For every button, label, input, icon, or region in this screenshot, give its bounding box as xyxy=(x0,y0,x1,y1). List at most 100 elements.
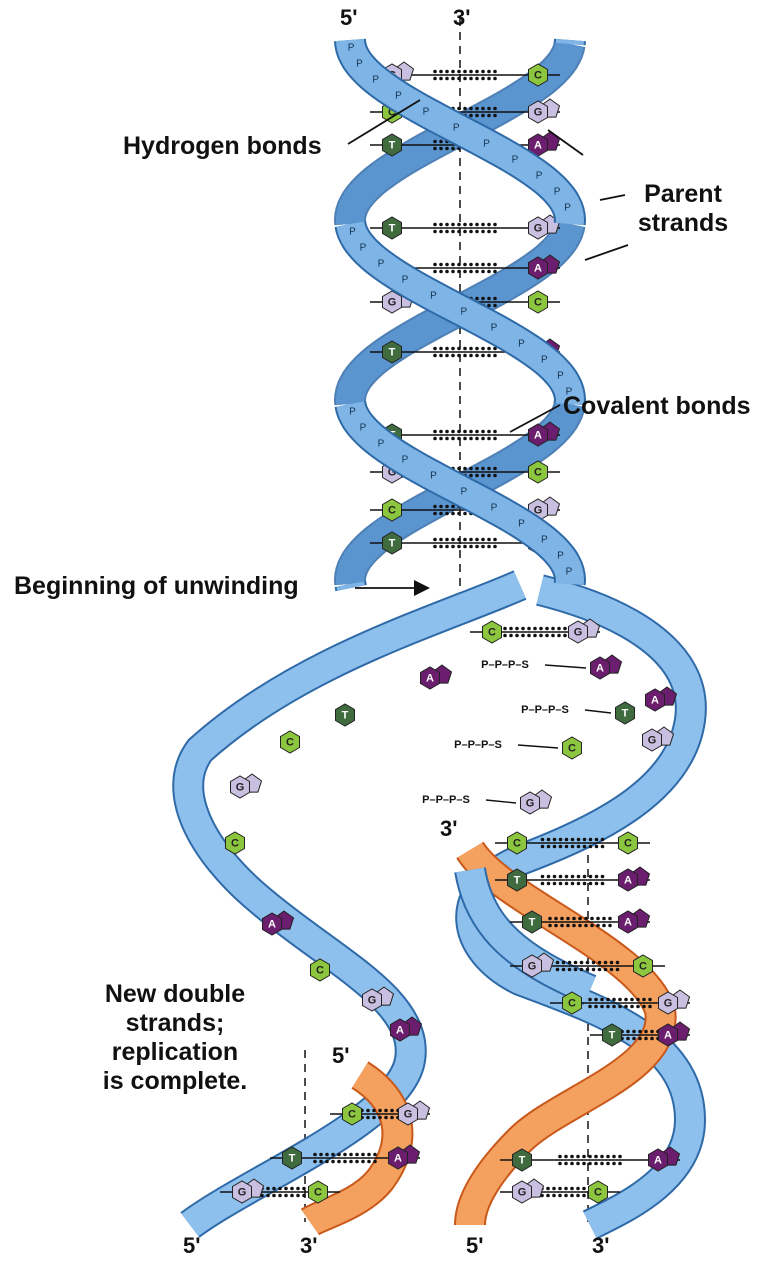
hydrogen-bond-dot xyxy=(439,437,443,441)
hydrogen-bond-dot xyxy=(266,1194,270,1198)
backbone-letter: P xyxy=(378,259,385,270)
hydrogen-bond-dot xyxy=(439,230,443,234)
hydrogen-bond-dot xyxy=(493,467,497,471)
mid-3prime-end: 3' xyxy=(440,816,457,842)
hydrogen-bond-dot xyxy=(600,1162,604,1166)
new-double-line-1: New double xyxy=(70,980,280,1009)
hydrogen-bond-dot xyxy=(650,1037,654,1041)
base-letter-T: T xyxy=(514,875,521,887)
hydrogen-bond-dot xyxy=(601,838,605,842)
free-nucleotide-label: P–P–P–S xyxy=(521,704,569,716)
hydrogen-bond-dot xyxy=(618,998,622,1002)
hydrogen-bond-dot xyxy=(600,1155,604,1159)
hydrogen-bond-dot xyxy=(475,107,479,111)
hydrogen-bond-dot xyxy=(451,437,455,441)
hydrogen-bond-dot xyxy=(433,147,437,151)
hydrogen-bond-dot xyxy=(527,627,531,631)
hydrogen-bond-dot xyxy=(571,875,575,879)
hydrogen-bond-dot xyxy=(469,467,473,471)
hydrogen-bond-dot xyxy=(583,875,587,879)
base-letter-G: G xyxy=(368,995,377,1007)
base-letter-G: G xyxy=(526,798,535,810)
hydrogen-bond-dot xyxy=(445,512,449,516)
hydrogen-bond-dot xyxy=(463,77,467,81)
hydrogen-bond-dot xyxy=(487,270,491,274)
unwinding-arrow-head xyxy=(414,580,430,596)
backbone-letter: P xyxy=(453,123,460,134)
hydrogen-bond-dot xyxy=(554,917,558,921)
base-letter-G: G xyxy=(664,998,673,1010)
hydrogen-bond-dot xyxy=(343,1160,347,1164)
hydrogen-bond-dot xyxy=(602,917,606,921)
hydrogen-bond-dot xyxy=(574,968,578,972)
hydrogen-bond-dot xyxy=(552,1187,556,1191)
hydrogen-bond-dot xyxy=(577,838,581,842)
hydrogen-bond-dot xyxy=(475,430,479,434)
free-nucleotide-label: P–P–P–S xyxy=(481,659,529,671)
hydrogen-bond-dot xyxy=(439,147,443,151)
hydrogen-bond-dot xyxy=(475,437,479,441)
hydrogen-bond-dot xyxy=(571,845,575,849)
hydrogen-bond-dot xyxy=(606,1005,610,1009)
backbone-letter: P xyxy=(483,139,490,150)
hydrogen-bond-dot xyxy=(487,474,491,478)
hydrogen-bond-dot xyxy=(564,1155,568,1159)
base-letter-C: C xyxy=(314,1187,322,1199)
hydrogen-bond-dot xyxy=(563,627,567,631)
hydrogen-bond-dot xyxy=(601,875,605,879)
hydrogen-bond-dot xyxy=(576,1194,580,1198)
hydrogen-bond-dot xyxy=(624,998,628,1002)
base-letter-T: T xyxy=(389,140,396,152)
hydrogen-bond-dot xyxy=(367,1160,371,1164)
hydrogen-bond-dot xyxy=(463,354,467,358)
hydrogen-bond-dot xyxy=(570,1187,574,1191)
hydrogen-bond-dot xyxy=(278,1187,282,1191)
hydrogen-bond-dot xyxy=(433,70,437,74)
base-letter-A: A xyxy=(426,673,434,685)
hydrogen-bond-dot xyxy=(463,512,467,516)
hydrogen-bond-dot xyxy=(433,263,437,267)
hydrogen-bond-dot xyxy=(509,634,513,638)
hydrogen-bond-dot xyxy=(433,230,437,234)
covalent-bonds-label: Covalent bonds xyxy=(563,392,751,421)
new-double-line-3: replication xyxy=(70,1038,280,1067)
hydrogen-bond-dot xyxy=(589,882,593,886)
hydrogen-bond-dot xyxy=(296,1194,300,1198)
hydrogen-bond-dot xyxy=(445,437,449,441)
hydrogen-bond-dot xyxy=(636,998,640,1002)
hydrogen-bond-dot xyxy=(451,70,455,74)
hydrogen-bond-dot xyxy=(596,917,600,921)
backbone-letter: P xyxy=(554,187,561,198)
hydrogen-bond-dot xyxy=(586,968,590,972)
base-letter-C: C xyxy=(568,998,576,1010)
hydrogen-bond-dot xyxy=(481,70,485,74)
hydrogen-bond-dot xyxy=(556,968,560,972)
hydrogen-bond-dot xyxy=(601,845,605,849)
left-5prime-end: 5' xyxy=(332,1043,349,1069)
hydrogen-bond-dot xyxy=(433,538,437,542)
base-letter-A: A xyxy=(534,430,542,442)
backbone-letter: P xyxy=(518,339,525,350)
hydrogen-bond-dot xyxy=(487,545,491,549)
hydrogen-bond-dot xyxy=(558,1187,562,1191)
hydrogen-bond-dot xyxy=(378,1116,382,1120)
hydrogen-bond-dot xyxy=(463,538,467,542)
hydrogen-bonds-label: Hydrogen bonds xyxy=(123,132,322,161)
hydrogen-bond-dot xyxy=(563,634,567,638)
hydrogen-bond-dot xyxy=(493,114,497,118)
hydrogen-bond-dot xyxy=(469,70,473,74)
hydrogen-bond-dot xyxy=(606,1155,610,1159)
base-letter-A: A xyxy=(596,663,604,675)
backbone-letter: P xyxy=(360,243,367,254)
bottom-end-2: 3' xyxy=(300,1233,317,1259)
hydrogen-bond-dot xyxy=(457,545,461,549)
hydrogen-bond-dot xyxy=(610,968,614,972)
hydrogen-bond-dot xyxy=(487,70,491,74)
hydrogen-bond-dot xyxy=(469,474,473,478)
hydrogen-bond-dot xyxy=(469,545,473,549)
hydrogen-bond-dot xyxy=(481,230,485,234)
hydrogen-bond-dot xyxy=(558,1155,562,1159)
hydrogen-bond-dot xyxy=(433,512,437,516)
hydrogen-bond-dot xyxy=(481,270,485,274)
free-nucleotide-label: P–P–P–S xyxy=(422,794,470,806)
